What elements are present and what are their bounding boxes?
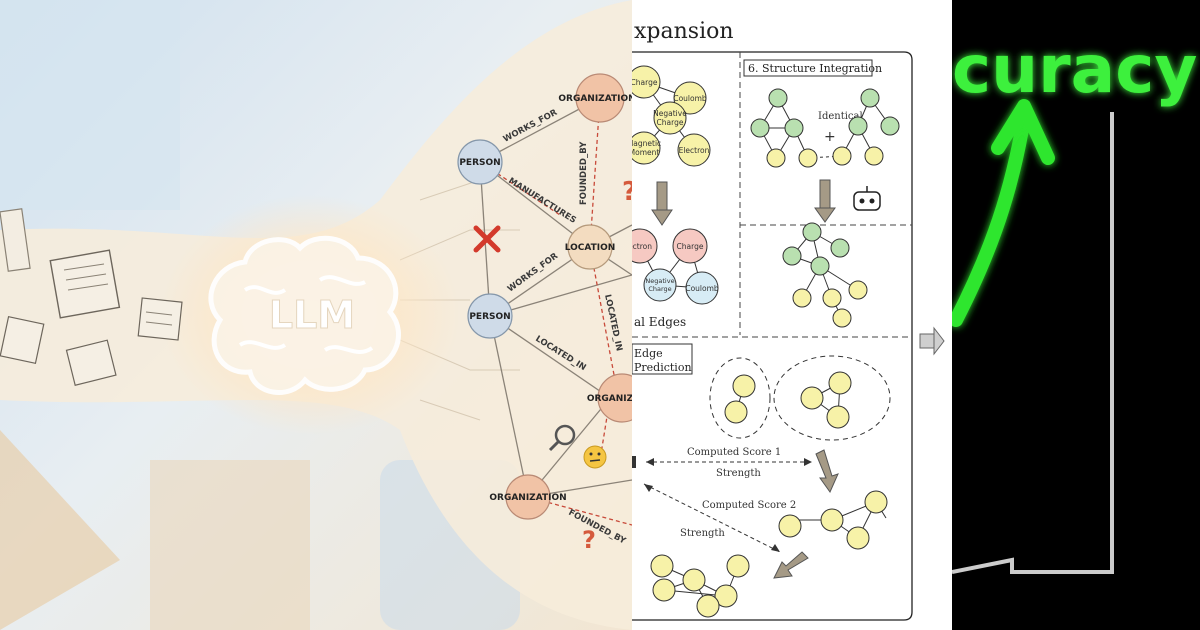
- svg-text:LOCATION: LOCATION: [565, 243, 616, 253]
- svg-text:PERSON: PERSON: [469, 312, 510, 322]
- graph-node: ORGANIZATION: [489, 474, 567, 520]
- question-mark-icon: ?: [582, 526, 596, 554]
- section-title: 6. Structure Integration: [748, 62, 882, 75]
- upward-trend-arrow: [952, 111, 1031, 327]
- paper-doc-icon: [0, 208, 183, 387]
- node-label: Negative: [645, 277, 674, 285]
- thinking-face-icon: [583, 445, 607, 469]
- strength-label: Strength: [716, 468, 761, 479]
- node-label: Charge: [648, 285, 671, 293]
- graph-expansion-panel: xpansion Charge Coulomb Negative Charge …: [632, 0, 952, 630]
- page-title: xpansion: [634, 19, 734, 44]
- node-label: Charge: [632, 78, 658, 87]
- down-arrow-icon: [814, 179, 836, 223]
- node-label: Coulomb: [685, 284, 719, 293]
- accuracy-graphic: curacy: [952, 31, 1197, 574]
- svg-text:PERSON: PERSON: [459, 158, 500, 168]
- down-arrow-icon: [651, 181, 673, 226]
- graph-node: ORGANIZ: [587, 373, 632, 423]
- svg-text:ORGANIZATION: ORGANIZATION: [489, 493, 566, 503]
- score-label: Computed Score 1: [687, 447, 781, 458]
- node-label: Charge: [657, 118, 684, 127]
- magnifier-icon: [548, 424, 576, 452]
- brain-label: LLM: [269, 293, 355, 337]
- graph-expansion-diagram: xpansion Charge Coulomb Negative Charge …: [632, 19, 945, 621]
- section-title: Prediction: [634, 361, 692, 374]
- node-label: Moment: [632, 148, 659, 157]
- node-label: ectron: [632, 242, 652, 251]
- question-mark-icon: ?: [622, 177, 632, 207]
- plus-sign: +: [824, 129, 836, 145]
- section-title: Edge: [634, 347, 663, 360]
- strength-label: Strength: [680, 528, 725, 539]
- accuracy-title: curacy: [952, 31, 1197, 108]
- identical-label: Identical: [818, 111, 863, 122]
- svg-text:ORGANIZ: ORGANIZ: [587, 394, 632, 404]
- arrow-head-icon: [991, 99, 1055, 165]
- arrow-icon: [773, 449, 839, 579]
- chart-axis-frame: [952, 112, 1114, 574]
- node-label: Negative: [653, 109, 687, 118]
- svg-text:ORGANIZATION: ORGANIZATION: [558, 94, 632, 104]
- node-label: Coulomb: [673, 94, 707, 103]
- node-label: Electron: [679, 146, 710, 155]
- next-arrow-icon: [919, 326, 945, 356]
- brain-icon: LLM: [208, 235, 402, 395]
- node-label: Charge: [677, 242, 704, 251]
- graph-node: ORGANIZATION: [558, 73, 632, 123]
- node-label: Magnetic: [632, 139, 661, 148]
- graph-node: LOCATION: [565, 224, 616, 270]
- llm-graph-illustration: LLM WORKS_FOR MANUFACTURES FOU: [0, 0, 632, 630]
- robot-icon: [853, 186, 881, 211]
- graph-node: PERSON: [467, 293, 513, 339]
- llm-knowledge-graph-panel: LLM WORKS_FOR MANUFACTURES FOU: [0, 0, 632, 630]
- section-label: al Edges: [634, 315, 686, 329]
- edge-label: FOUNDED_BY: [579, 141, 589, 205]
- accuracy-chart-panel: curacy: [952, 0, 1200, 630]
- score-label: Computed Score 2: [702, 500, 796, 511]
- error-cross-icon: [473, 225, 501, 253]
- graph-node: PERSON: [457, 139, 503, 185]
